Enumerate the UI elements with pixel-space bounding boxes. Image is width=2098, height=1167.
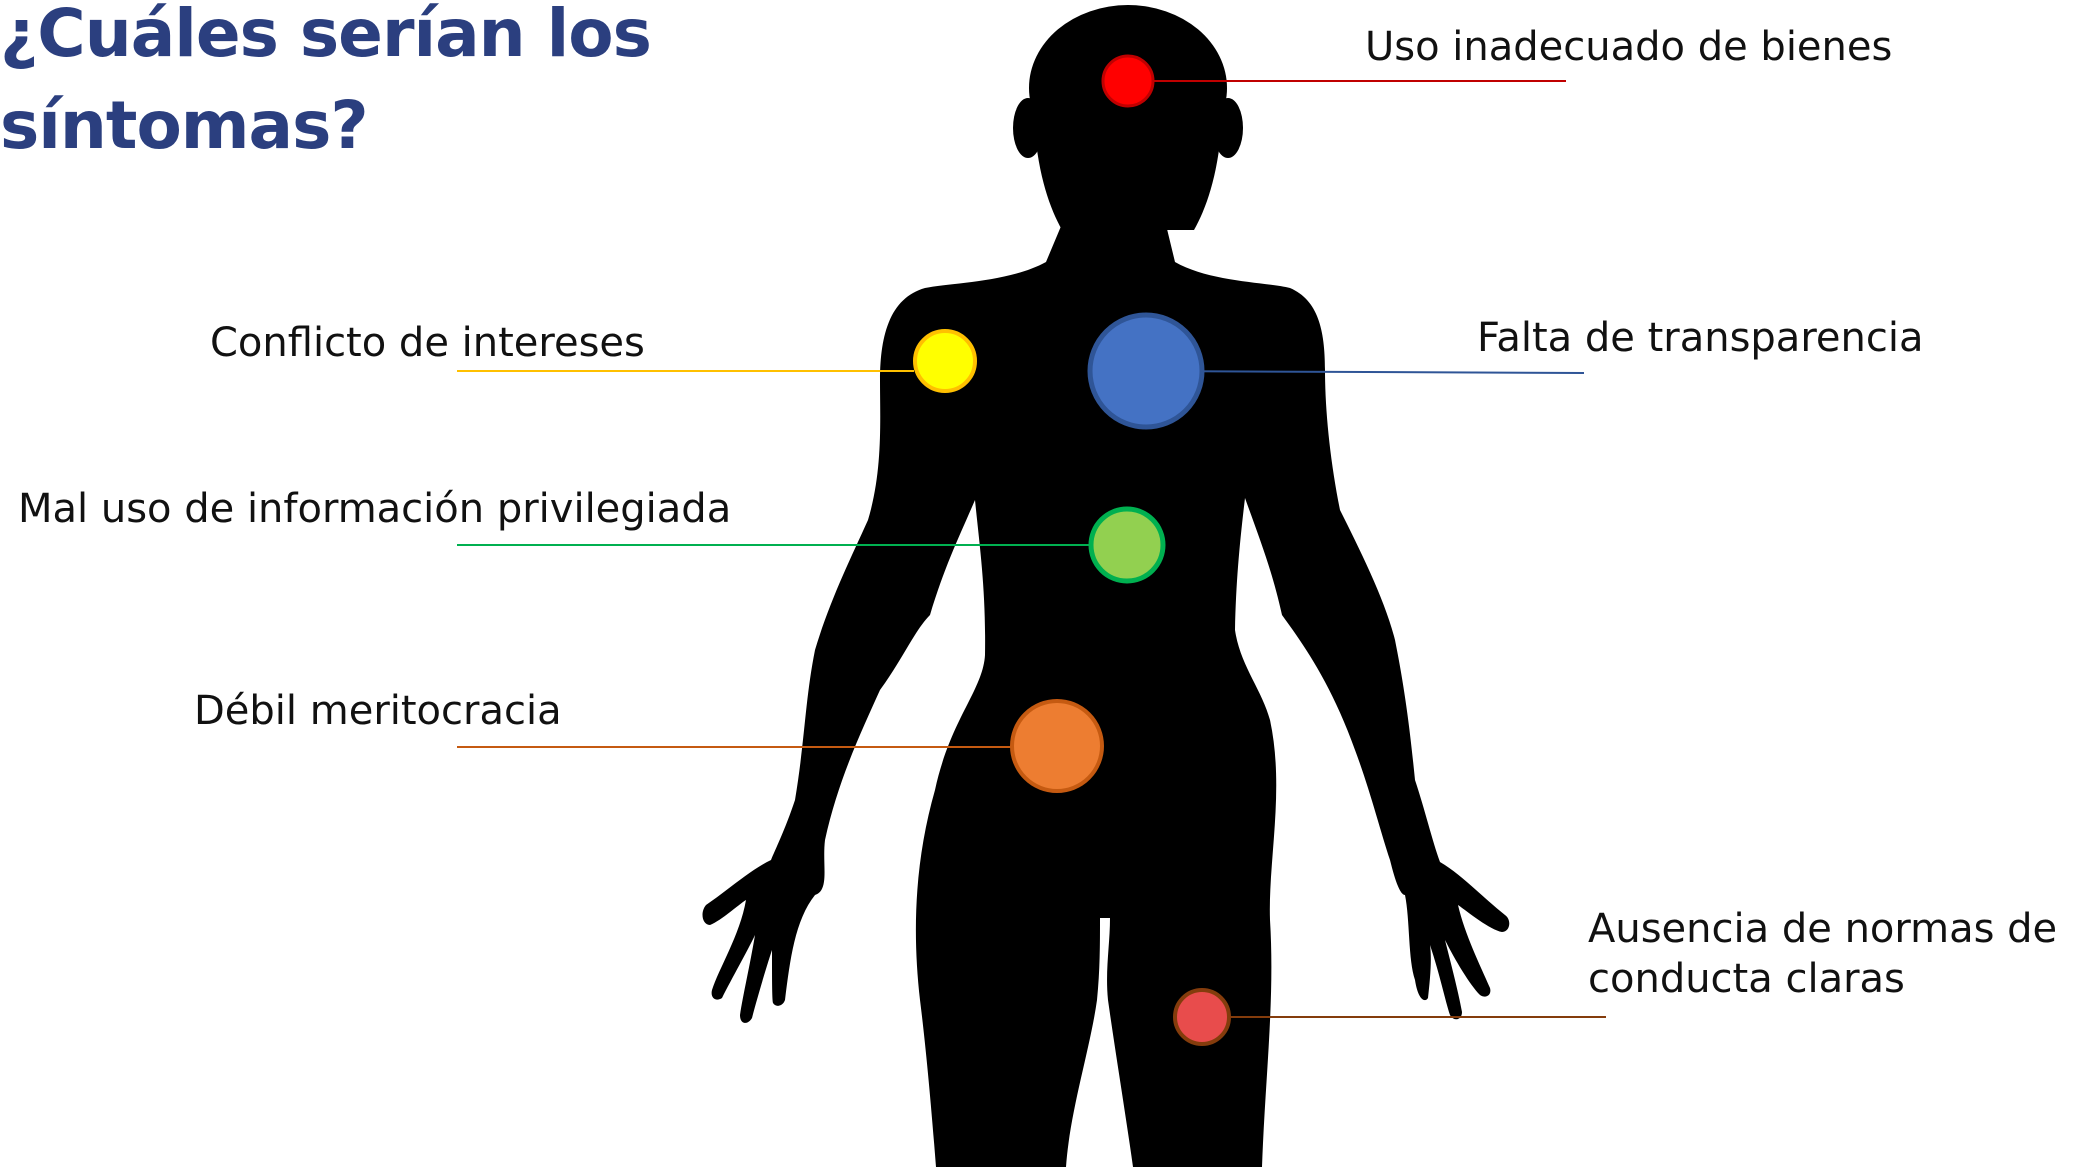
label-normas-line-2: conducta claras <box>1588 956 1905 1002</box>
body-silhouette <box>702 200 1510 1167</box>
marker-normas <box>1173 988 1231 1046</box>
page-title: ¿Cuáles serían los síntomas? <box>0 0 652 172</box>
label-normas: Ausencia de normas de conducta claras <box>1588 904 2057 1004</box>
right-ear <box>1213 98 1243 158</box>
face <box>1033 95 1223 230</box>
connector-line-transparencia <box>1145 370 1585 374</box>
label-transparencia: Falta de transparencia <box>1477 315 1924 361</box>
label-informacion: Mal uso de información privilegiada <box>18 486 732 532</box>
left-ear <box>1013 98 1043 158</box>
marker-informacion <box>1088 506 1166 584</box>
marker-meritocracia <box>1010 699 1104 793</box>
title-line-1: ¿Cuáles serían los <box>0 0 652 72</box>
human-silhouette <box>702 5 1510 1167</box>
label-normas-line-1: Ausencia de normas de <box>1588 906 2058 952</box>
label-bienes: Uso inadecuado de bienes <box>1365 24 1893 70</box>
marker-bienes <box>1101 54 1155 108</box>
label-conflicto: Conflicto de intereses <box>210 320 645 366</box>
marker-transparencia <box>1087 312 1205 430</box>
title-line-2: síntomas? <box>0 87 369 164</box>
marker-conflicto <box>913 329 977 393</box>
label-meritocracia: Débil meritocracia <box>194 688 562 734</box>
